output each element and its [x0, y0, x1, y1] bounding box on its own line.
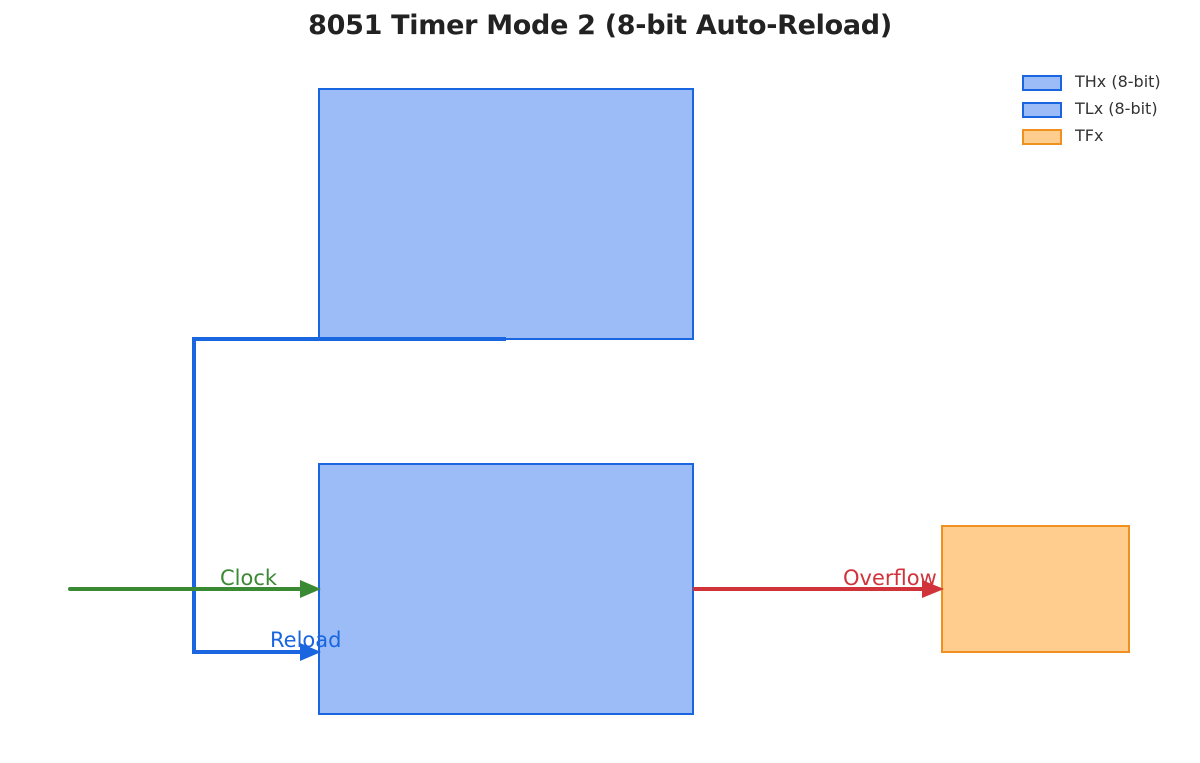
clock-arrowhead [300, 580, 321, 598]
legend-swatch-tfx [1022, 129, 1062, 145]
legend-swatch-tlx [1022, 102, 1062, 118]
legend-swatch-thx [1022, 75, 1062, 91]
overflow-label: Overflow [843, 566, 937, 590]
diagram-title: 8051 Timer Mode 2 (8-bit Auto-Reload) [308, 10, 892, 41]
legend-item-tfx: TFx [1020, 126, 1190, 153]
legend-label-thx: THx (8-bit) [1075, 72, 1161, 91]
thx-register-block [318, 88, 694, 340]
legend-item-tlx: TLx (8-bit) [1020, 99, 1190, 126]
legend-label-tlx: TLx (8-bit) [1075, 99, 1158, 118]
overflow-arrowhead [922, 580, 944, 598]
clock-label: Clock [220, 566, 278, 590]
legend-item-thx: THx (8-bit) [1020, 72, 1190, 99]
legend-label-tfx: TFx [1075, 126, 1104, 145]
legend: THx (8-bit) TLx (8-bit) TFx [1020, 72, 1190, 153]
tfx-flag-block [941, 525, 1130, 653]
tlx-register-block [318, 463, 694, 715]
reload-label: Reload [270, 628, 341, 652]
reload-arrowhead [300, 643, 321, 661]
reload-path [192, 337, 506, 654]
